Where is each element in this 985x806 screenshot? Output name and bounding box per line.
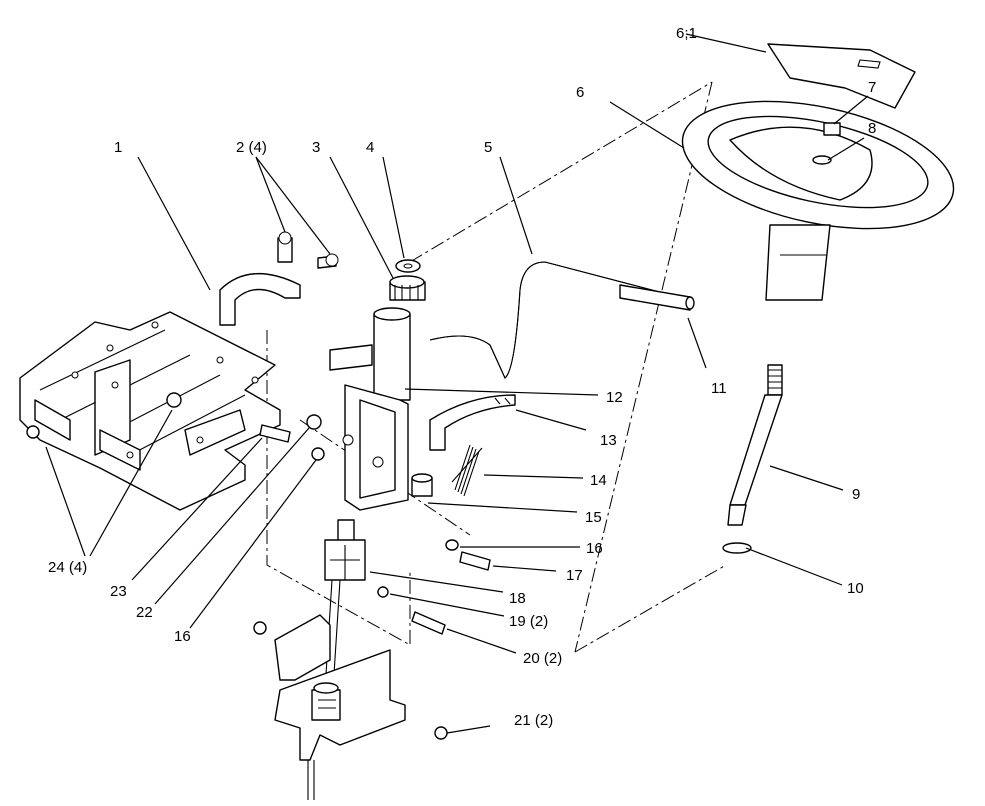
callout-6-1: 6;1 xyxy=(676,25,697,42)
callout-8: 8 xyxy=(868,120,876,137)
universal-joint-shaft xyxy=(324,519,446,691)
callout-2: 2 (4) xyxy=(236,139,267,156)
lower-mounting-bracket xyxy=(253,614,448,800)
callout-22: 22 xyxy=(136,604,153,621)
callout-labels: 6;1 7 6 8 1 2 (4) 3 4 5 11 12 13 14 9 15… xyxy=(48,25,876,729)
callout-17: 17 xyxy=(566,567,583,584)
left-hardware xyxy=(259,414,325,461)
callout-5: 5 xyxy=(484,139,492,156)
callout-21: 21 (2) xyxy=(514,712,553,729)
washer-bushing xyxy=(389,259,426,301)
callout-13: 13 xyxy=(600,432,617,449)
callout-4: 4 xyxy=(366,139,374,156)
callout-12: 12 xyxy=(606,389,623,406)
callout-15: 15 xyxy=(585,509,602,526)
callout-10: 10 xyxy=(847,580,864,597)
callout-3: 3 xyxy=(312,139,320,156)
steering-column-tube xyxy=(329,307,411,511)
pedal-bracket-spring xyxy=(429,394,516,497)
callout-19: 19 (2) xyxy=(509,613,548,630)
leader-lines xyxy=(45,33,869,734)
callout-20: 20 (2) xyxy=(523,650,562,667)
callout-9: 9 xyxy=(852,486,860,503)
steering-wheel xyxy=(681,43,955,301)
callout-14: 14 xyxy=(590,472,607,489)
callout-7: 7 xyxy=(868,79,876,96)
clamp-bracket xyxy=(219,231,339,326)
callout-24: 24 (4) xyxy=(48,559,87,576)
callout-18: 18 xyxy=(509,590,526,607)
callout-16-left: 16 xyxy=(174,628,191,645)
frame-nuts xyxy=(26,392,182,439)
callout-16-right: 16 xyxy=(586,540,603,557)
spacer-washer-bolt xyxy=(411,473,491,571)
callout-6: 6 xyxy=(576,84,584,101)
callout-23: 23 xyxy=(110,583,127,600)
callout-1: 1 xyxy=(114,139,122,156)
callout-11: 11 xyxy=(711,380,727,397)
steering-shaft xyxy=(722,364,783,554)
control-rod xyxy=(429,261,695,379)
frame-bracket xyxy=(19,311,281,511)
